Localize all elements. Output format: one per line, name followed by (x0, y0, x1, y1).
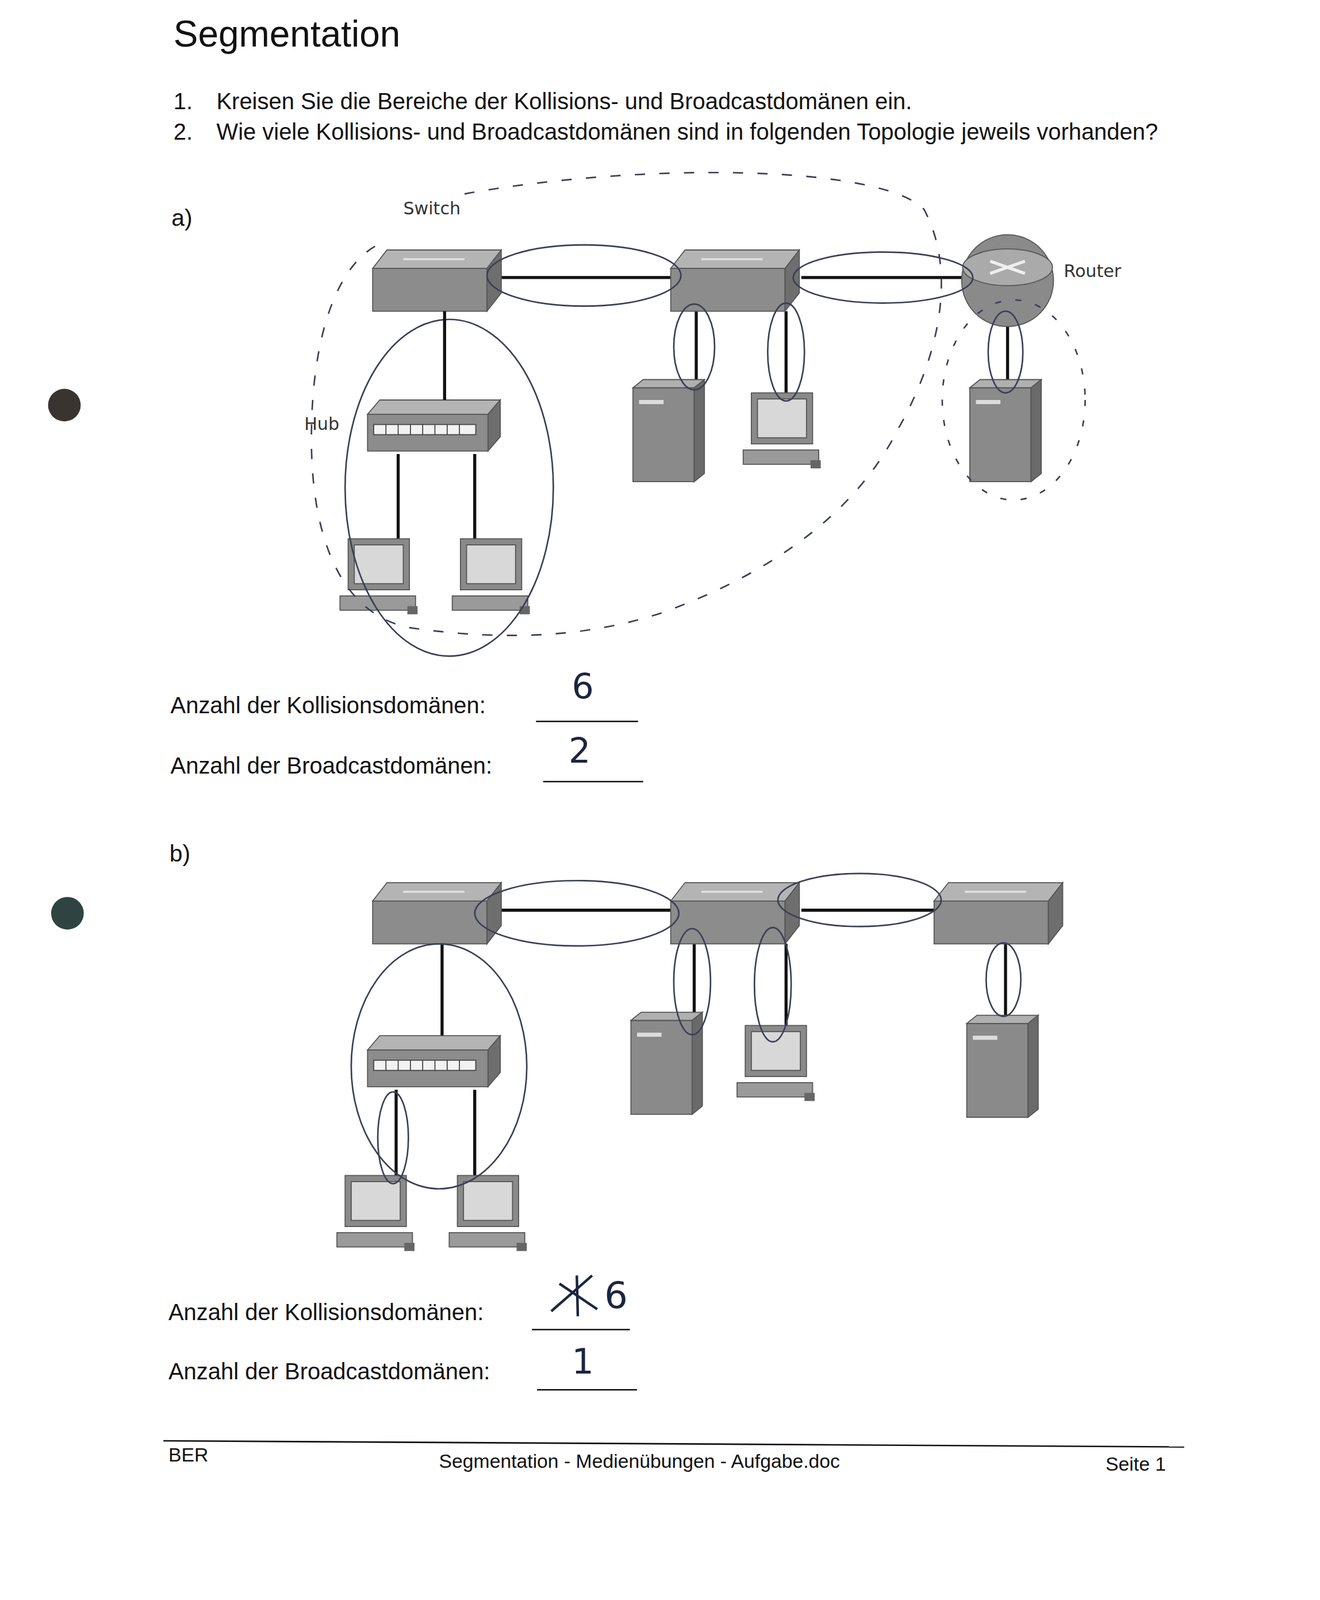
answer-prompt: Anzahl der Kollisionsdomänen: (168, 1299, 484, 1327)
handwritten-answer: 6 (604, 1274, 628, 1319)
item-number: 1. (173, 87, 193, 116)
item-number: 2. (173, 118, 193, 147)
topology-a-devices (339, 234, 1054, 615)
switch-device: Switch (372, 250, 501, 312)
device-label: Router (1063, 261, 1122, 281)
answer-prompt: Anzahl der Kollisionsdomänen: (170, 692, 486, 720)
part-label: b) (169, 839, 191, 869)
strike-out-scribble (551, 1275, 598, 1317)
footer-text: BER (168, 1443, 209, 1467)
hole-punches (48, 388, 84, 930)
topology-b-domain-marks (351, 873, 1022, 1190)
hub-device: Hub (367, 400, 501, 454)
answer-lines (531, 721, 644, 1391)
network-cable-line (443, 311, 447, 401)
device-label: Switch (403, 198, 461, 218)
handwritten-answer: 6 (571, 665, 594, 708)
footer-rule (163, 1441, 1185, 1448)
router-device: Router (961, 234, 1054, 327)
answer-prompt: Anzahl der Broadcastdomänen: (168, 1358, 490, 1387)
instruction-text: Kreisen Sie die Bereiche der Kollisions-… (216, 87, 912, 116)
answer-prompt: Anzahl der Broadcastdomänen: (170, 752, 493, 781)
topology-a-domain-marks (311, 172, 1086, 656)
handwritten-answer: 1 (571, 1341, 594, 1383)
instruction-text: Wie viele Kollisions- und Broadcastdomän… (216, 118, 1197, 147)
device-label: Hub (304, 414, 340, 434)
part-label: a) (171, 204, 193, 233)
network-cable (444, 311, 445, 401)
handwritten-answer: 2 (568, 730, 591, 772)
worksheet-title: Segmentation (173, 12, 401, 57)
footer-text: Seite 1 (1105, 1452, 1166, 1476)
footer-text: Segmentation - Medienübungen - Aufgabe.d… (439, 1449, 840, 1473)
topology-b-devices (336, 883, 1063, 1252)
